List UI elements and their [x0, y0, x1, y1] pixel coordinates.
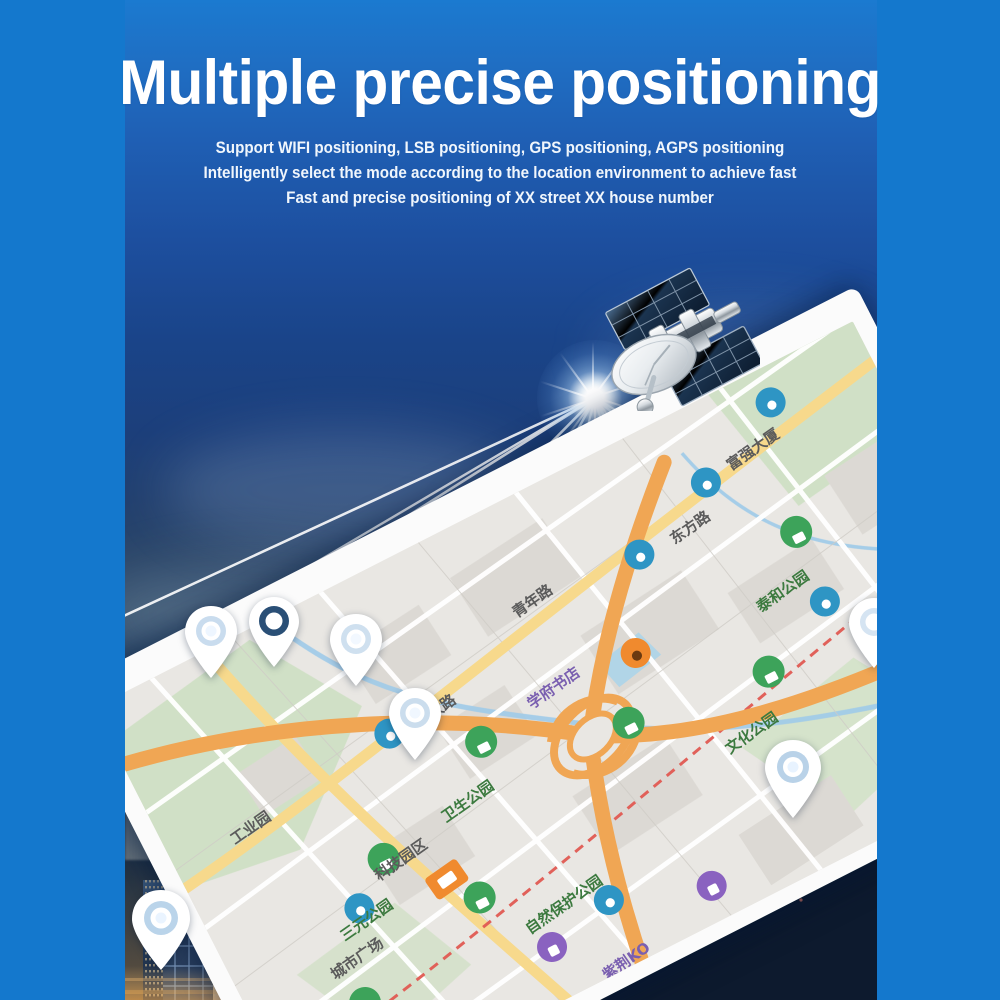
location-pin-6[interactable] — [847, 596, 877, 670]
page-title: Multiple precise positioning — [119, 48, 881, 118]
location-pin-3[interactable] — [328, 612, 384, 688]
right-blue-margin — [877, 0, 1000, 1000]
header-block: Multiple precise positioning Support WIF… — [0, 0, 1000, 211]
location-pin-7[interactable] — [130, 888, 192, 972]
subtitle-line-2: Intelligently select the mode according … — [203, 164, 797, 182]
subtitle-line-1: Support WIFI positioning, LSB positionin… — [215, 139, 785, 157]
location-pin-2[interactable] — [247, 595, 301, 669]
location-pin-5[interactable] — [763, 738, 823, 820]
gps-satellite-icon — [605, 267, 760, 411]
location-pin-4[interactable] — [387, 686, 443, 762]
left-blue-margin — [0, 0, 125, 1000]
subtitle-block: Support WIFI positioning, LSB positionin… — [0, 136, 1000, 211]
location-pin-1[interactable] — [183, 604, 239, 680]
subtitle-line-3: Fast and precise positioning of XX stree… — [286, 189, 714, 207]
